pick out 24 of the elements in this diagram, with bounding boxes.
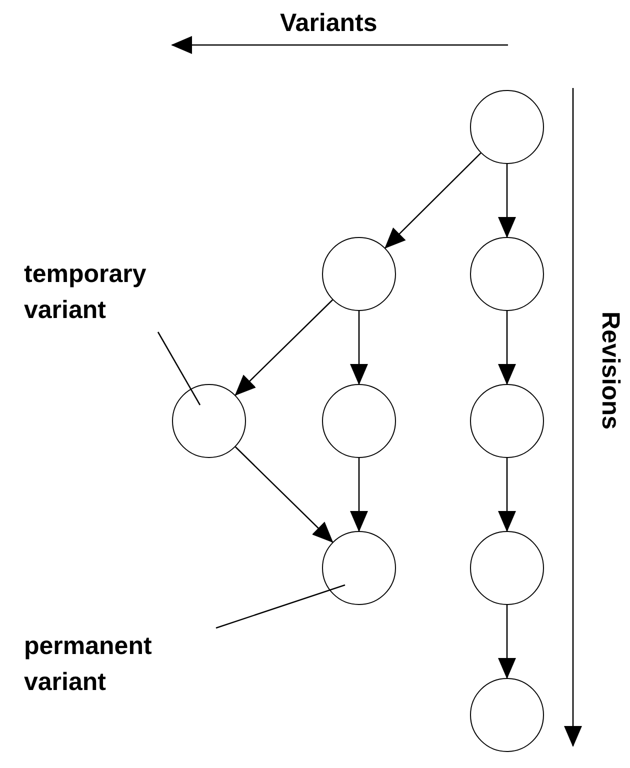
circle-node [470, 237, 544, 311]
arrow [234, 299, 334, 396]
circle-node [470, 531, 544, 605]
axis-label: Revisions [596, 310, 625, 430]
circle-node [322, 237, 396, 311]
arrow [350, 458, 368, 532]
axis-label: Variants [280, 9, 378, 38]
circle-node [470, 90, 544, 164]
arrow [384, 152, 482, 249]
circle-node [322, 384, 396, 458]
arrow [350, 311, 368, 385]
leader-line [216, 584, 346, 629]
circle-node [470, 678, 544, 752]
circle-node [322, 531, 396, 605]
arrow [498, 164, 516, 238]
arrow [234, 446, 334, 543]
arrow [498, 605, 516, 679]
arrow [498, 311, 516, 385]
circle-node [470, 384, 544, 458]
callout-text: permanent variant [24, 628, 214, 700]
callout-text: temporary variant [24, 256, 204, 328]
arrow [498, 458, 516, 532]
circle-node [172, 384, 246, 458]
leader-line [157, 332, 201, 406]
